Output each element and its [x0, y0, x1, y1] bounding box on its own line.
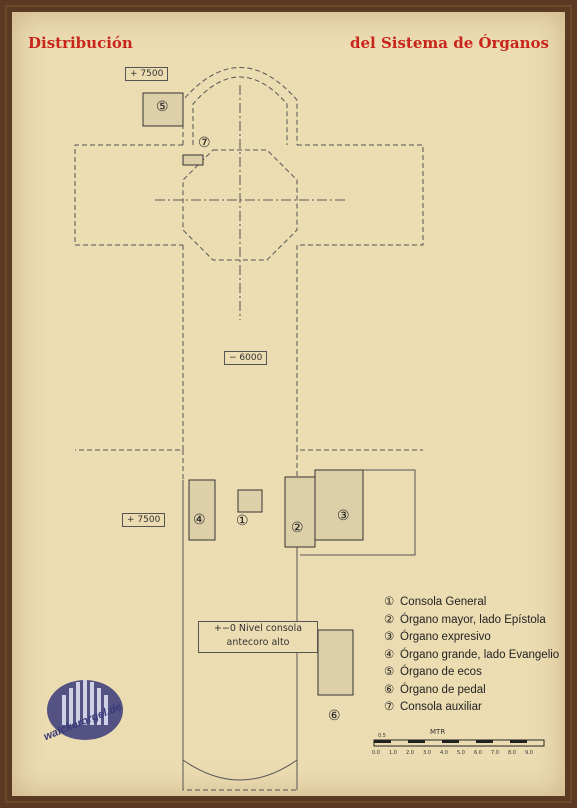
- scale-tick: 5.0: [457, 750, 465, 756]
- marker-1: ①: [236, 513, 249, 529]
- organ-pipes-logo-icon: [47, 680, 123, 740]
- aux-console-block: [182, 154, 204, 166]
- scale-tick: 6.0: [474, 750, 482, 756]
- nave-sides: [75, 245, 423, 451]
- level-tag-nave: − 6000: [224, 351, 268, 365]
- marker-2: ②: [291, 520, 304, 536]
- scale-bar: [373, 739, 545, 747]
- marker-3: ③: [337, 508, 350, 524]
- scale-tick: 4.0: [440, 750, 448, 756]
- evangelio-organ-block: [188, 479, 216, 541]
- marker-6: ⑥: [328, 708, 341, 724]
- transept-outline: [74, 144, 424, 246]
- scale-start-label: 0.5: [378, 733, 386, 739]
- echo-organ-block: [142, 92, 184, 127]
- scale-tick: 0.0: [372, 750, 380, 756]
- scale-tick: 2.0: [406, 750, 414, 756]
- marker-7: ⑦: [198, 135, 211, 151]
- expressive-organ-block: [314, 469, 364, 541]
- scale-tick: 9.0: [525, 750, 533, 756]
- crossing-octagon: [182, 149, 298, 261]
- note-line-2: antecoro alto: [226, 637, 290, 648]
- marker-5: ⑤: [156, 99, 169, 115]
- level-tag-apse: + 7500: [125, 67, 169, 81]
- scale-unit-label: MTR: [430, 728, 446, 736]
- general-console-block: [237, 489, 263, 513]
- title-right: del Sistema de Órganos: [350, 34, 549, 52]
- scale-tick: 3.0: [423, 750, 431, 756]
- level-tag-gallery: + 7500: [122, 513, 166, 527]
- pedal-organ-block: [317, 629, 354, 696]
- title-left: Distribución: [28, 34, 133, 52]
- epistola-organ-block: [284, 476, 316, 548]
- scale-tick: 7.0: [491, 750, 499, 756]
- scale-tick: 1.0: [389, 750, 397, 756]
- outer-frame: [5, 5, 572, 803]
- apse-inner-outline: [192, 76, 288, 145]
- note-line-1: +−0 Nivel consola: [213, 623, 303, 634]
- plan-sheet: [12, 12, 565, 796]
- scale-tick: 8.0: [508, 750, 516, 756]
- console-level-note: +−0 Nivel consola antecoro alto: [198, 621, 318, 653]
- marker-4: ④: [193, 512, 206, 528]
- apse-outline: [182, 67, 298, 145]
